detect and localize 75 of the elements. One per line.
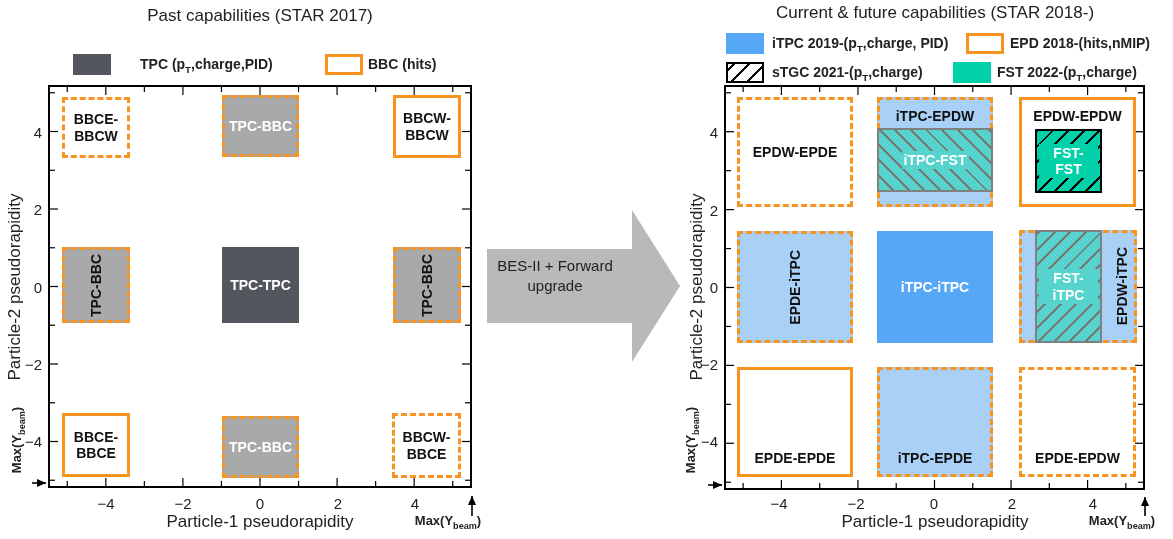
axis-title: Particle-1 pseudorapidity bbox=[166, 512, 354, 532]
region-label: FST- FST bbox=[1039, 143, 1098, 179]
tick-label: 2 bbox=[1007, 494, 1017, 512]
region-label: iTPC-FST bbox=[901, 150, 969, 170]
acceptance-region bbox=[877, 367, 993, 477]
acceptance-region bbox=[393, 247, 461, 323]
acceptance-region bbox=[62, 413, 130, 477]
tick-label: 0 bbox=[929, 494, 939, 512]
acceptance-region bbox=[222, 247, 299, 323]
acceptance-region bbox=[1019, 230, 1137, 343]
tick-label: −2 bbox=[24, 355, 42, 373]
tick-label: 4 bbox=[1088, 494, 1098, 512]
tick-label: 0 bbox=[255, 494, 265, 512]
region-label: BBCW- BBCW bbox=[402, 110, 452, 143]
region-label: EPDE-iTPC bbox=[786, 249, 804, 325]
panel-title: Current & future capabilities (STAR 2018-) bbox=[775, 3, 1095, 23]
acceptance-region bbox=[62, 97, 130, 158]
acceptance-region bbox=[222, 95, 299, 157]
region-label: EPDW-iTPC bbox=[1113, 247, 1130, 326]
region-label: TPC-BBC bbox=[418, 253, 436, 317]
acceptance-region bbox=[877, 231, 993, 343]
acceptance-region bbox=[393, 95, 461, 158]
acceptance-region bbox=[877, 97, 993, 207]
acceptance-region bbox=[1035, 129, 1102, 193]
acceptance-region bbox=[877, 128, 993, 192]
acceptance-region bbox=[737, 367, 853, 477]
edge-label: BES-II + Forward upgrade bbox=[496, 256, 614, 297]
tick-label: 4 bbox=[410, 494, 420, 512]
legend-label: sTGC 2021-(p$_{T}$,charge) bbox=[772, 64, 923, 83]
region-label: iTPC-EPDW bbox=[895, 108, 975, 125]
tick-label: 2 bbox=[33, 200, 42, 218]
acceptance-region bbox=[737, 97, 853, 207]
tick-label: 2 bbox=[333, 494, 343, 512]
region-label: iTPC-iTPC bbox=[900, 278, 970, 296]
region-label: iTPC-EPDE bbox=[897, 449, 973, 466]
tick-label: −4 bbox=[770, 494, 788, 512]
tick-label: 0 bbox=[709, 278, 718, 296]
region-label: EPDW-EPDW bbox=[1033, 108, 1122, 125]
tick-label: 4 bbox=[709, 123, 718, 141]
tick-label: −4 bbox=[97, 494, 115, 512]
tick-label: −4 bbox=[24, 432, 42, 450]
region-label: BBCW- BBCE bbox=[401, 429, 452, 462]
tick-label: −2 bbox=[174, 494, 192, 512]
region-label: EPDE-EPDW bbox=[1035, 449, 1120, 466]
legend-label: BBC (hits) bbox=[368, 56, 437, 72]
region-label: BBCE- BBCW bbox=[72, 111, 120, 144]
acceptance-region bbox=[737, 231, 853, 343]
acceptance-region bbox=[392, 413, 461, 478]
tick-label: 4 bbox=[33, 123, 42, 141]
acceptance-region bbox=[62, 247, 130, 323]
tick-label: −2 bbox=[847, 494, 865, 512]
acceptance-region bbox=[1019, 367, 1136, 477]
legend-label: FST 2022-(p$_{T}$,charge) bbox=[997, 64, 1137, 83]
axis-title: Particle-1 pseudorapidity bbox=[841, 512, 1029, 532]
region-label: TPC-BBC bbox=[229, 117, 292, 135]
axis-title: Particle-2 pseudorapidity bbox=[5, 193, 25, 381]
acceptance-region bbox=[1035, 230, 1102, 343]
tick-label: −4 bbox=[700, 432, 718, 450]
legend-label: TPC (p$_{T}$,charge,PID) bbox=[140, 56, 273, 75]
axis-note: Max(Y$_{beam}$) bbox=[1088, 513, 1156, 531]
region-label: EPDW-EPDE bbox=[752, 143, 838, 161]
region-label: EPDE-EPDE bbox=[754, 449, 836, 466]
tick-label: 2 bbox=[709, 201, 718, 219]
region-label: BBCE- BBCE bbox=[72, 428, 120, 462]
acceptance-region bbox=[222, 416, 299, 478]
region-label: FST- iTPC bbox=[1039, 269, 1098, 304]
tick-label: 0 bbox=[33, 278, 42, 296]
panel-title: Past capabilities (STAR 2017) bbox=[147, 6, 373, 26]
legend-label: EPD 2018-(hits,nMIP) bbox=[1010, 35, 1151, 51]
region-label: TPC-TPC bbox=[230, 276, 291, 294]
acceptance-region bbox=[1019, 97, 1136, 207]
region-label: TPC-BBC bbox=[229, 438, 292, 456]
axis-note: Max(Y$_{beam}$) bbox=[414, 513, 482, 531]
legend-label: iTPC 2019-(p$_{T}$,charge, PID) bbox=[772, 35, 949, 54]
region-label: TPC-BBC bbox=[87, 253, 105, 317]
